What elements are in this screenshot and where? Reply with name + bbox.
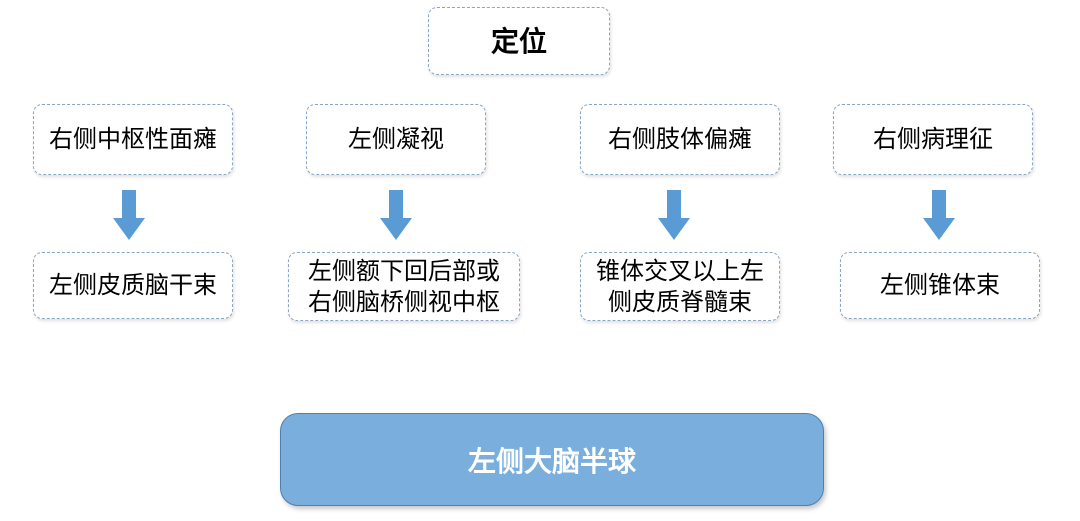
location-text-1-line-1: 左侧皮质脑干束	[49, 271, 217, 299]
down-arrow-icon	[113, 190, 145, 240]
symptom-text-3: 右侧肢体偏瘫	[608, 125, 752, 153]
location-box-1: 左侧皮质脑干束	[33, 252, 233, 319]
location-text-3-line-1: 锥体交叉以上左	[596, 256, 764, 285]
location-text-2-line-1: 左侧额下回后部或	[308, 256, 500, 285]
location-box-2: 左侧额下回后部或 右侧脑桥侧视中枢	[288, 252, 520, 321]
location-text-2-line-2: 右侧脑桥侧视中枢	[308, 287, 500, 316]
title-text: 定位	[490, 24, 547, 58]
down-arrow-icon	[923, 190, 955, 240]
conclusion-box: 左侧大脑半球	[280, 413, 824, 506]
conclusion-text: 左侧大脑半球	[467, 444, 636, 478]
title-box: 定位	[428, 7, 610, 75]
location-text-3-line-2: 侧皮质脊髓束	[608, 287, 752, 316]
location-text-4-line-1: 左侧锥体束	[880, 271, 1000, 299]
symptom-box-4: 右侧病理征	[833, 104, 1033, 175]
symptom-box-1: 右侧中枢性面瘫	[33, 104, 233, 175]
symptom-box-2: 左侧凝视	[306, 104, 486, 175]
symptom-box-3: 右侧肢体偏瘫	[580, 104, 780, 175]
location-box-3: 锥体交叉以上左 侧皮质脊髓束	[580, 252, 780, 321]
location-box-4: 左侧锥体束	[840, 252, 1040, 319]
symptom-text-1: 右侧中枢性面瘫	[49, 125, 217, 153]
symptom-text-4: 右侧病理征	[873, 125, 993, 153]
symptom-text-2: 左侧凝视	[348, 125, 444, 153]
down-arrow-icon	[380, 190, 412, 240]
down-arrow-icon	[658, 190, 690, 240]
